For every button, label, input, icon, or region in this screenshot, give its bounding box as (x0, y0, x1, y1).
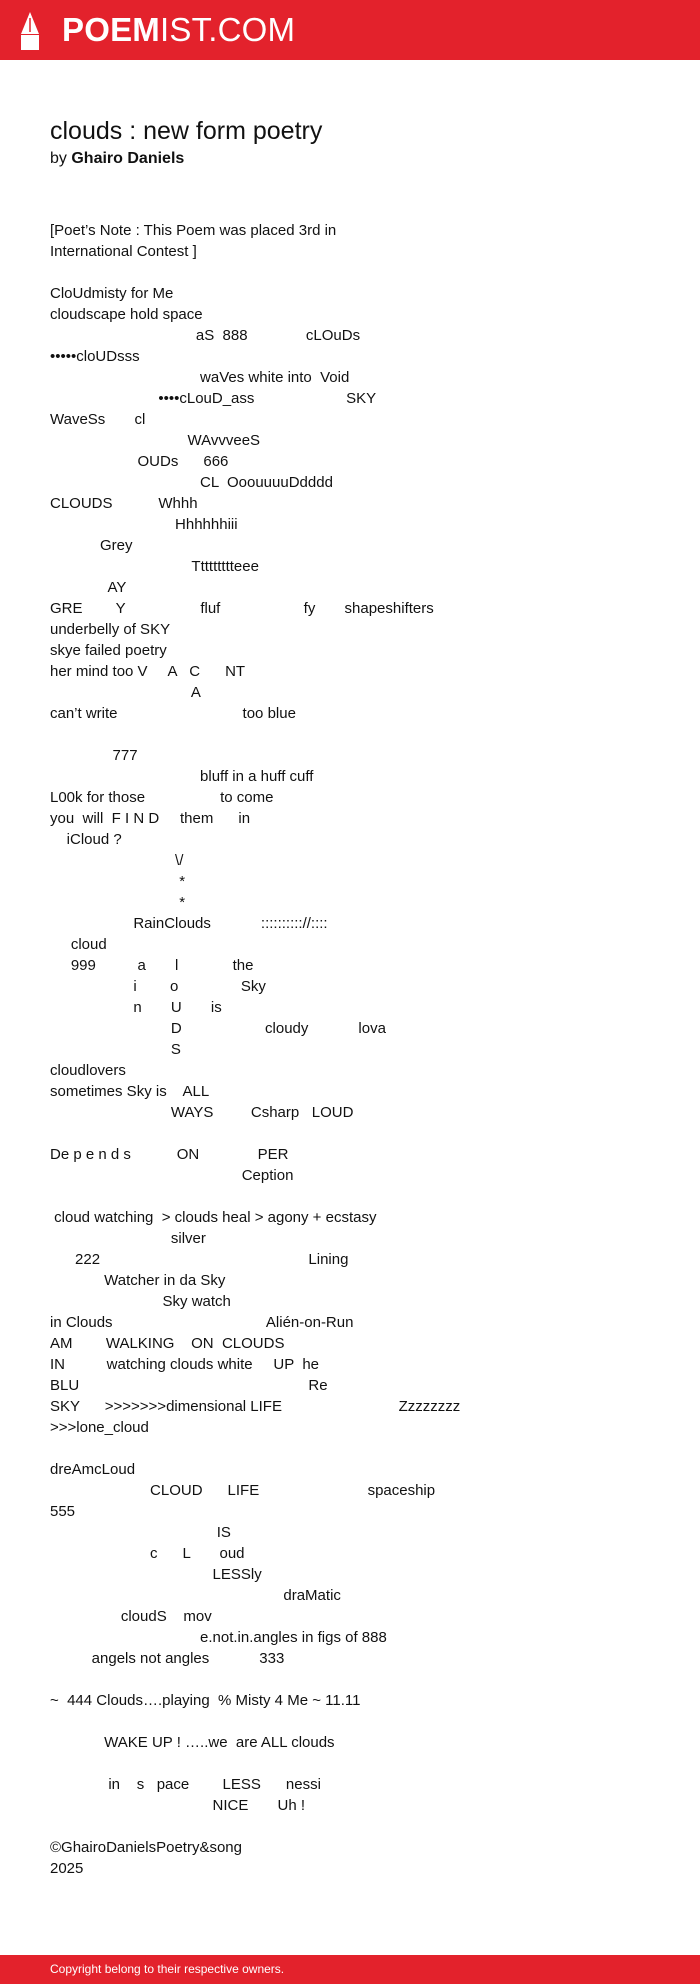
poem-title: clouds : new form poetry (50, 117, 323, 145)
pencil-nib-icon (21, 12, 39, 50)
logo-light-part: IST.COM (159, 11, 296, 48)
author-link[interactable]: Ghairo Daniels (71, 150, 185, 167)
site-logo-text: POEMIST.COM (62, 10, 295, 50)
by-label: by (50, 150, 67, 167)
byline: by Ghairo Daniels (50, 149, 184, 169)
copyright-text: Copyright belong to their respective own… (50, 1962, 285, 1976)
poem-body: [Poet’s Note : This Poem was placed 3rd … (50, 222, 461, 1877)
site-header: POEMIST.COM (0, 0, 700, 60)
site-footer: Copyright belong to their respective own… (0, 1955, 700, 1984)
logo-bold-part: POEM (62, 11, 160, 48)
